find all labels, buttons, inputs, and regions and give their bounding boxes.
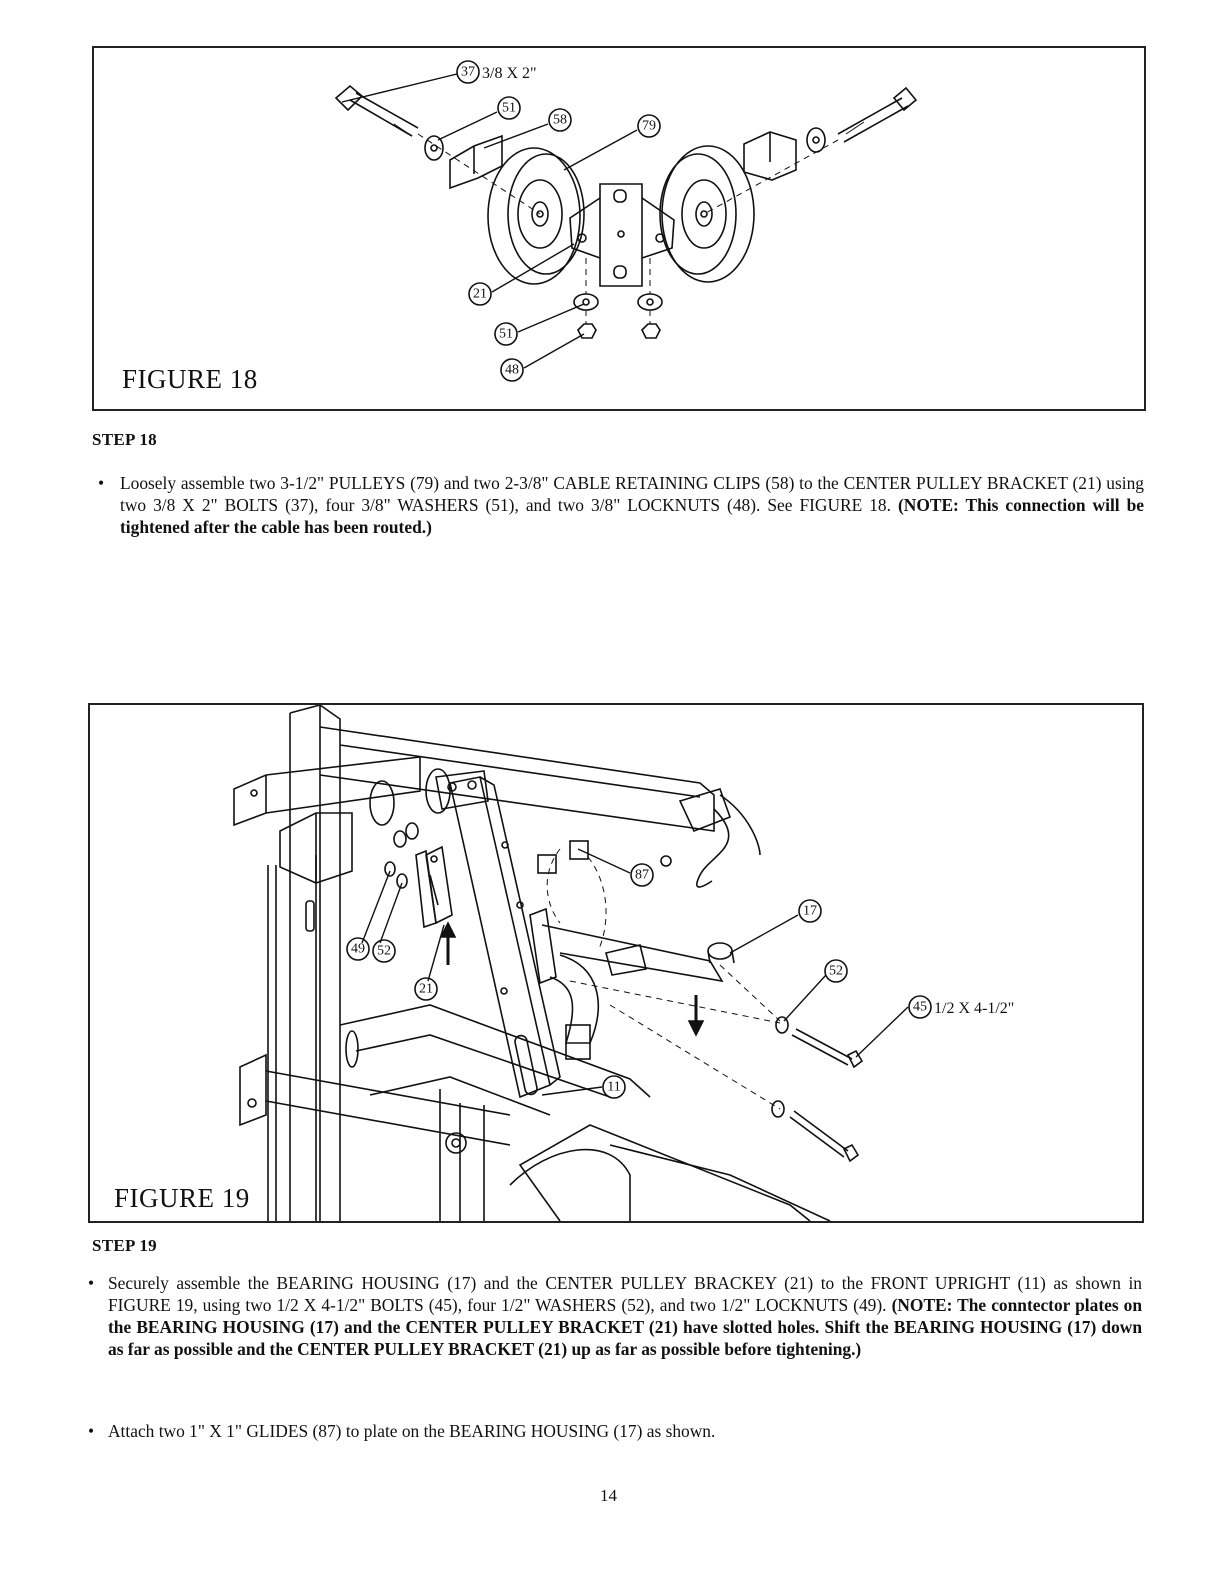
figure-18: 37 3/8 X 2" 51 58 79 21 51 48 FIGURE 18 (92, 46, 1146, 411)
callout-37-number: 37 (461, 65, 475, 80)
callout-45-number: 45 (913, 1000, 927, 1015)
page-number: 14 (600, 1486, 617, 1505)
callout-87 (630, 863, 654, 887)
left-bolt (334, 84, 419, 137)
callout-48-number: 48 (505, 363, 519, 378)
step-18-text: Loosely assemble two 3-1/2" PULLEYS (79)… (120, 473, 1144, 515)
lower-right-washer (637, 293, 663, 311)
step-19-bullet-2: • (88, 1421, 95, 1441)
callout-87-number: 87 (635, 868, 649, 883)
bearing-housing (529, 907, 735, 1060)
lower-left-washer (573, 293, 599, 311)
step-18-title: STEP 18 (92, 430, 157, 449)
cross-arm (233, 756, 421, 884)
callout-58 (548, 108, 572, 132)
callout-17 (798, 899, 822, 923)
figure-19: 87 17 52 45 1/2 X 4-1/2" 49 52 21 11 FIG… (88, 703, 1144, 1223)
alignment-lines (417, 133, 839, 324)
callout-52-left (372, 939, 396, 963)
callout-11-number: 11 (607, 1080, 620, 1095)
step-18-paragraph: • Loosely assemble two 3-1/2" PULLEYS (7… (98, 472, 1144, 538)
callout-51-top-number: 51 (502, 101, 516, 116)
center-pulley-bracket (415, 845, 453, 929)
callout-37 (456, 60, 480, 84)
step-19-text-1: Securely assemble the BEARING HOUSING (1… (108, 1273, 1142, 1315)
callout-11 (602, 1075, 626, 1099)
left-washer (424, 135, 444, 161)
lower-bolt (771, 1100, 860, 1163)
figure-19-drawing: 87 17 52 45 1/2 X 4-1/2" 49 52 21 11 (233, 705, 1014, 1221)
leader-lines (341, 73, 638, 369)
callout-51-bottom (494, 322, 518, 346)
callout-79 (637, 114, 661, 138)
upper-bolt (775, 1016, 864, 1069)
front-upright (449, 776, 561, 1099)
callout-45 (908, 995, 932, 1019)
callout-52-left-number: 52 (377, 944, 391, 959)
step-19-title: STEP 19 (92, 1236, 157, 1255)
callout-51-top (497, 96, 521, 120)
right-bolt (837, 86, 918, 143)
lower-right-locknut (641, 323, 661, 339)
right-washer (806, 127, 826, 153)
step-19-bullet-1: • (88, 1273, 95, 1293)
glide-right (569, 840, 589, 860)
callout-52-right (824, 959, 848, 983)
step-19-paragraph-1: • Securely assemble the BEARING HOUSING … (88, 1272, 1143, 1360)
figure-18-drawing: 37 3/8 X 2" 51 58 79 21 51 48 (334, 60, 918, 382)
callout-49-number: 49 (351, 942, 365, 957)
callout-79-number: 79 (642, 119, 656, 134)
figure-19-label: FIGURE 19 (110, 1183, 254, 1214)
step-19-paragraph-2: • Attach two 1" X 1" GLIDES (87) to plat… (88, 1420, 1142, 1442)
center-pulley-bracket (569, 183, 675, 287)
callout-21 (414, 977, 438, 1001)
callout-58-number: 58 (553, 113, 567, 128)
alignment-lines (546, 848, 781, 1110)
callout-21-number: 21 (419, 982, 433, 997)
step-19-text-2: Attach two 1" X 1" GLIDES (87) to plate … (108, 1421, 716, 1441)
lower-frame (239, 1004, 831, 1221)
bolt-spec-45: 1/2 X 4-1/2" (934, 1000, 1014, 1017)
callout-52-right-number: 52 (829, 964, 843, 979)
top-boom (319, 726, 715, 832)
leader-lines (361, 848, 909, 1096)
bolt-spec-37: 3/8 X 2" (482, 65, 537, 82)
step-18-bullet: • (98, 473, 105, 493)
left-pulley (487, 147, 585, 285)
callout-17-number: 17 (803, 904, 817, 919)
right-pulley (659, 145, 755, 283)
rear-upright (289, 705, 341, 1221)
callout-48 (500, 358, 524, 382)
callout-51-bottom-number: 51 (499, 327, 513, 342)
glide-left (537, 854, 557, 874)
callout-49 (346, 937, 370, 961)
callout-21 (468, 282, 492, 306)
lower-left-locknut (577, 323, 597, 339)
callout-21-number: 21 (473, 287, 487, 302)
step-18-note: (NOTE: This connection will be tightened… (120, 495, 1144, 537)
step-19-note-1: (NOTE: The conntector plates on the BEAR… (108, 1295, 1143, 1359)
figure-18-label: FIGURE 18 (118, 364, 262, 395)
